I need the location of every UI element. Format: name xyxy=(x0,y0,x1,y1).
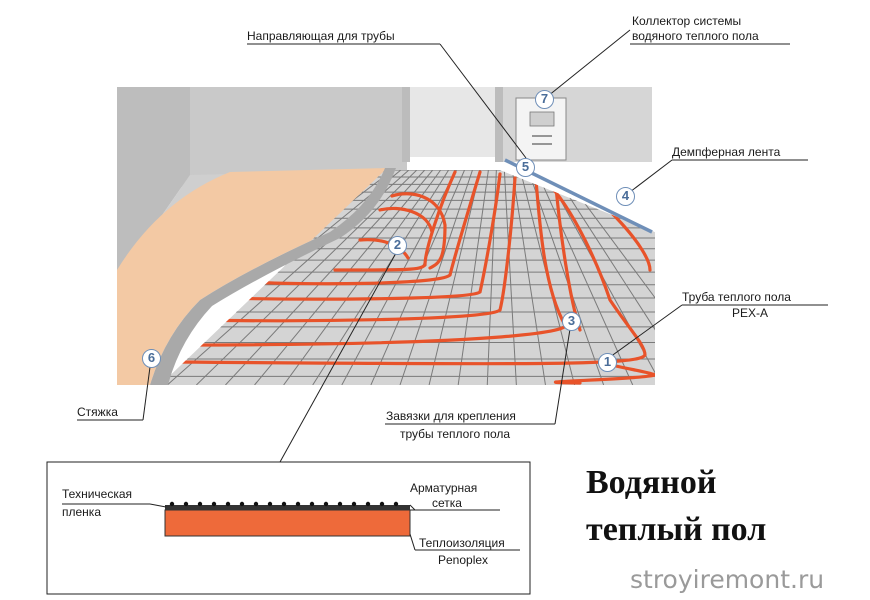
label-pipe-guide: Направляющая для трубы xyxy=(247,29,395,43)
label-collector-line1: Коллектор системы xyxy=(632,14,742,28)
door-frame-right xyxy=(495,87,503,162)
label-insulation-line1: Теплоизоляция xyxy=(419,536,505,550)
marker-5: 5 xyxy=(516,158,535,177)
label-insulation-line2: Penoplex xyxy=(438,553,489,567)
mesh-dots xyxy=(169,501,399,507)
site-watermark: stroyiremont.ru xyxy=(630,565,825,594)
marker-6: 6 xyxy=(142,349,161,368)
leader-lines xyxy=(77,29,828,463)
label-ties-line2: трубы теплого пола xyxy=(400,427,511,441)
label-screed: Стяжка xyxy=(77,405,118,419)
label-collector-line2: водяного теплого пола xyxy=(632,29,759,43)
collector-cabinet xyxy=(515,97,567,161)
door-frame-left xyxy=(402,87,410,162)
left-wall xyxy=(117,87,190,280)
label-mesh-line2: сетка xyxy=(432,496,462,510)
marker-4: 4 xyxy=(616,187,635,206)
label-mesh-line1: Арматурная xyxy=(410,481,478,495)
door-opening xyxy=(410,87,500,157)
heating-pipes xyxy=(173,170,655,385)
label-pipe-line2: PEX-A xyxy=(731,306,768,320)
label-film-line2: пленка xyxy=(62,505,101,519)
screed-edge xyxy=(150,168,396,385)
label-damper-tape: Демпферная лента xyxy=(672,145,781,159)
marker-1: 1 xyxy=(598,353,617,372)
label-pipe-line1: Труба теплого пола xyxy=(682,290,791,304)
inset-leaders xyxy=(62,503,520,551)
label-film-line1: Техническая xyxy=(62,487,133,501)
marker-7: 7 xyxy=(535,90,554,109)
finished-floor xyxy=(117,168,385,385)
marker-3: 3 xyxy=(562,312,581,331)
title-line2: теплый пол xyxy=(586,511,767,548)
label-ties-line1: Завязки для крепления xyxy=(386,409,516,423)
insulation-layer xyxy=(164,509,411,537)
marker-2: 2 xyxy=(388,236,407,255)
title-line1: Водяной xyxy=(586,464,717,501)
film-layer xyxy=(165,505,410,510)
